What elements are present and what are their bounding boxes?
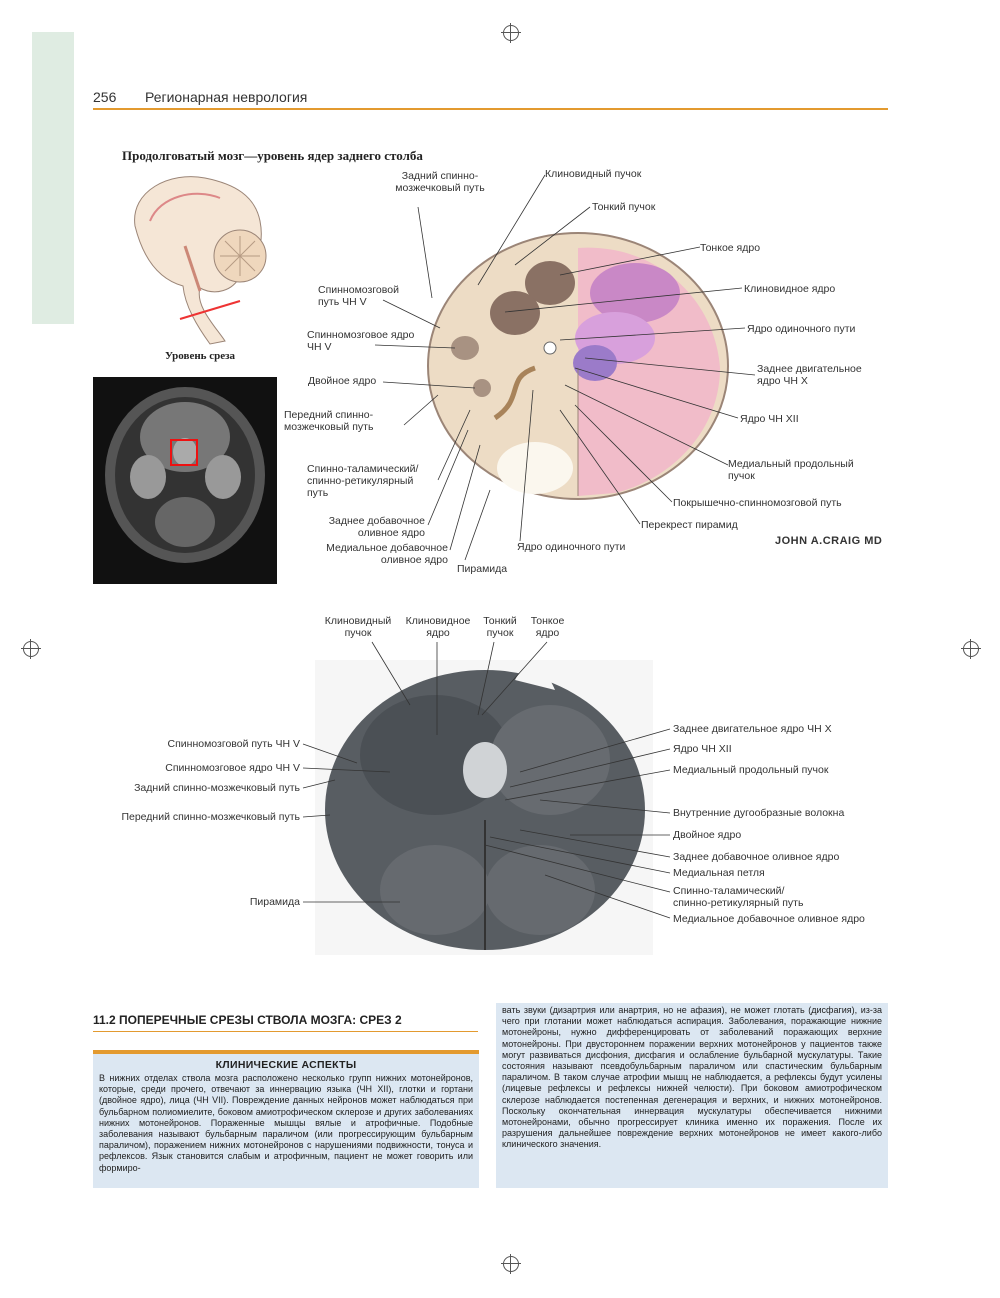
label-bottom-anterior-spinocerebellar: Передний спинно-мозжечковый путь	[121, 811, 300, 823]
registration-mark-icon	[501, 23, 521, 43]
clinical-title: КЛИНИЧЕСКИЕ АСПЕКТЫ	[215, 1059, 357, 1071]
page-number: 256	[93, 89, 117, 105]
histology-image-frame	[315, 660, 653, 955]
bottom-figure-leader-lines	[302, 641, 671, 919]
illustrator-signature: JOHN A.CRAIG MD	[775, 535, 883, 547]
side-tab	[32, 32, 74, 324]
label-bottom-spinothalamic-1: Спинно-таламический/	[673, 885, 785, 897]
label-bottom-medial-lemniscus: Медиальная петля	[673, 867, 765, 879]
label-gracile-fasciculus: Тонкий пучок	[592, 201, 656, 213]
label-bottom-dorsal-accessory-olivary: Заднее добавочное оливное ядро	[673, 851, 840, 863]
figure-title: Продолговатый мозг—уровень ядер заднего …	[122, 148, 423, 163]
clinical-text-col1: В нижних отделах ствола мозга расположен…	[99, 1073, 473, 1173]
medulla-cross-section-illustration	[427, 232, 729, 500]
level-caption: Уровень среза	[165, 350, 236, 362]
label-cuneate-nucleus: Клиновидное ядро	[744, 283, 836, 295]
label-bottom-mlf: Медиальный продольный пучок	[673, 764, 829, 776]
label-spinal-nucleus-v: Спинномозговое ядро ЧН V	[307, 329, 415, 353]
running-title: Регионарная неврология	[145, 89, 308, 105]
label-bottom-spinothalamic-2: спинно-ретикулярный путь	[673, 897, 804, 909]
label-pyramid-decussation: Перекрест пирамид	[641, 519, 738, 531]
label-bottom-internal-arcuate: Внутренние дугообразные волокна	[673, 807, 845, 819]
label-bottom-nucleus-ambiguus: Двойное ядро	[673, 829, 742, 841]
label-nucleus-xii: Ядро ЧН XII	[740, 413, 799, 425]
sagittal-brain-illustration	[134, 176, 267, 345]
clinical-text-col2: вать звуки (дизартрия или анартрия, но н…	[502, 1005, 882, 1150]
label-bottom-dorsal-motor-x: Заднее двигательное ядро ЧН Х	[673, 723, 832, 735]
registration-mark-icon	[21, 639, 41, 659]
label-solitary-tract-bottom: Ядро одиночного пути	[517, 541, 626, 553]
header-rule	[93, 108, 888, 110]
label-tectospinal: Покрышечно-спинномозговой путь	[673, 497, 842, 509]
label-bottom-posterior-spinocerebellar: Задний спинно-мозжечковый путь	[134, 782, 300, 794]
label-dorsal-motor-x: Заднее двигательное ядро ЧН Х	[757, 363, 862, 387]
label-solitary-nucleus: Ядро одиночного пути	[747, 323, 856, 335]
section-title: 11.2 ПОПЕРЕЧНЫЕ СРЕЗЫ СТВОЛА МОЗГА: СРЕЗ…	[93, 1013, 402, 1027]
label-bottom-spinal-tract-v: Спинномозговой путь ЧН V	[167, 738, 300, 750]
top-figure-leader-lines	[374, 174, 756, 561]
clinical-text-col2-box: вать звуки (дизартрия или анартрия, но н…	[496, 1003, 888, 1188]
label-bottom-cuneate-nucleus: Клиновидное ядро	[405, 615, 471, 639]
section-rule	[93, 1031, 478, 1032]
label-posterior-spinocerebellar: Задний спинно-мозжечковый путь	[395, 170, 485, 194]
clinical-box: КЛИНИЧЕСКИЕ АСПЕКТЫ В нижних отделах ств…	[93, 1050, 479, 1188]
label-spinal-tract-v: Спинномозговой путь ЧН V	[318, 284, 399, 308]
label-spinothalamic: Спинно-таламический/ спинно-ретикулярный…	[307, 463, 419, 499]
label-bottom-medial-accessory-olivary: Медиальное добавочное оливное ядро	[673, 913, 865, 925]
label-bottom-gracile-fasciculus: Тонкий пучок	[483, 615, 517, 639]
label-bottom-gracile-nucleus: Тонкое ядро	[530, 615, 565, 639]
registration-mark-icon	[501, 1254, 521, 1274]
label-bottom-nucleus-xii: Ядро ЧН XII	[673, 743, 732, 755]
label-cuneate-fasciculus: Клиновидный пучок	[545, 168, 642, 180]
registration-mark-icon	[961, 639, 981, 659]
label-mlf: Медиальный продольный пучок	[728, 458, 854, 482]
label-nucleus-ambiguus: Двойное ядро	[308, 375, 377, 387]
label-dorsal-accessory-olivary: Заднее добавочное оливное ядро	[328, 515, 425, 539]
label-bottom-spinal-nucleus-v: Спинномозговое ядро ЧН V	[165, 762, 300, 774]
mri-image	[93, 377, 277, 584]
label-pyramid-top: Пирамида	[457, 563, 508, 575]
label-gracile-nucleus: Тонкое ядро	[700, 242, 761, 254]
label-anterior-spinocerebellar: Передний спинно-мозжечковый путь	[284, 409, 374, 433]
label-bottom-pyramid: Пирамида	[249, 896, 300, 908]
label-bottom-cuneate-fasciculus: Клиновидный пучок	[324, 615, 392, 639]
clinical-box-rule	[93, 1050, 479, 1054]
label-medial-accessory-olivary: Медиальное добавочное оливное ядро	[326, 542, 448, 566]
